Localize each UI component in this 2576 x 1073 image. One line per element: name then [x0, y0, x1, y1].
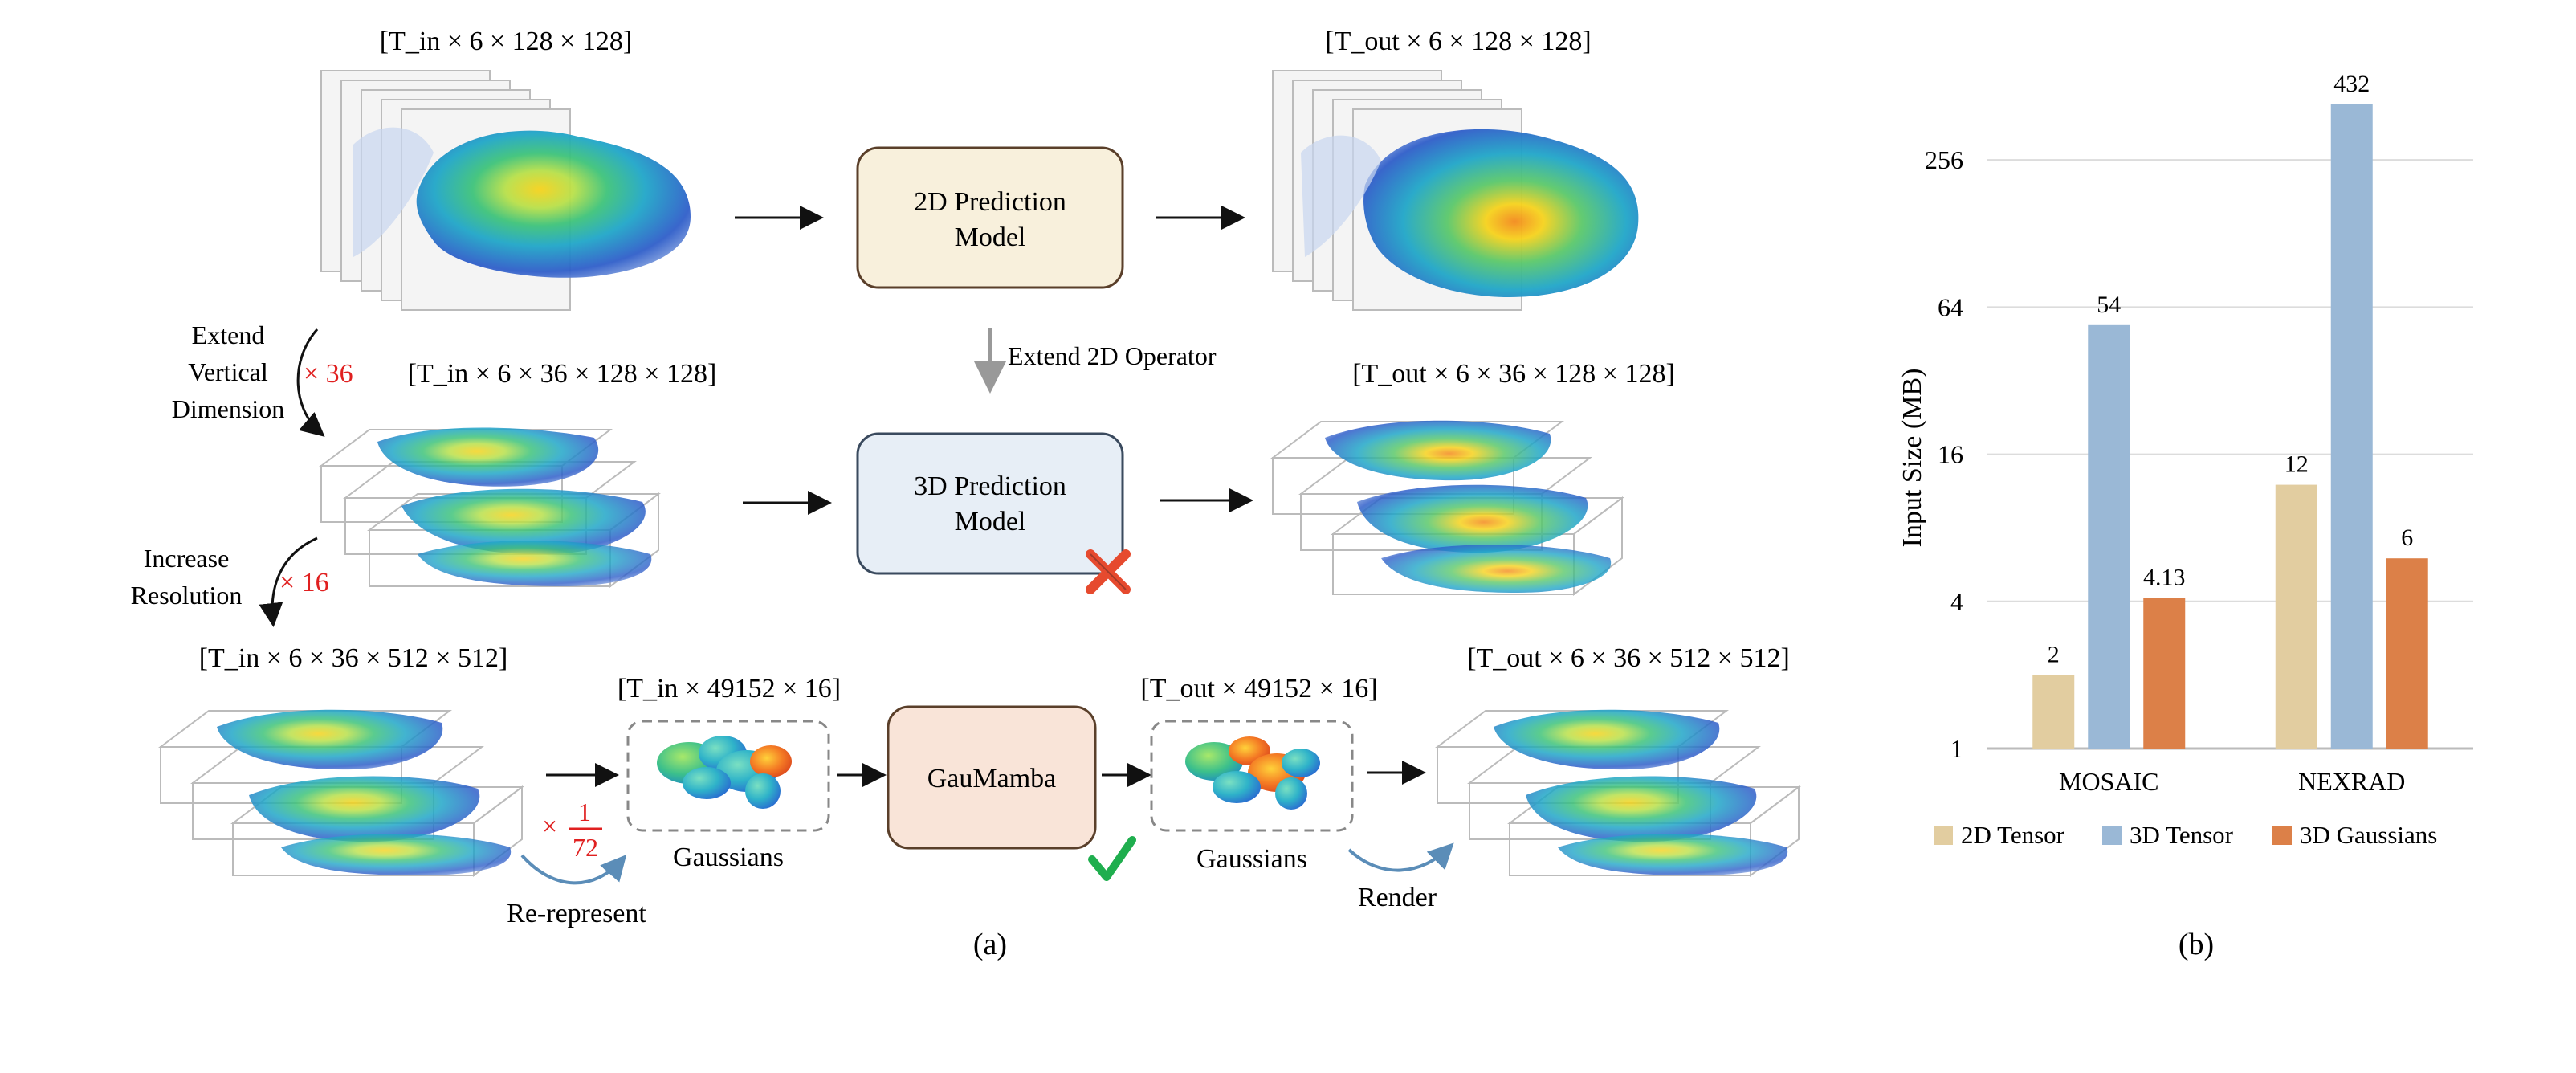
y-tick-label: 16 — [1938, 440, 1963, 469]
model-3d-label-2: Model — [955, 507, 1026, 536]
panel-a: [T_in × 6 × 128 × 128] 2D Prediction Mod… — [131, 27, 1801, 961]
chart-y-axis-label: Input Size (MB) — [1897, 369, 1927, 548]
row1-output-shape: [T_out × 6 × 128 × 128] — [1325, 27, 1591, 56]
model-2d-label-2: Model — [955, 222, 1026, 252]
extend-vertical-factor: × 36 — [304, 359, 353, 389]
model-2d-box: 2D Prediction Model — [856, 146, 1124, 289]
render-label: Render — [1358, 883, 1437, 912]
bar — [2088, 324, 2130, 749]
gaussians-out-label: Gaussians — [1196, 844, 1307, 874]
increase-resolution-line1: Increase — [144, 544, 230, 573]
render-arrow — [1347, 842, 1454, 872]
bar-value-label: 432 — [2333, 71, 2370, 97]
row1-input-stack — [320, 70, 691, 311]
row3-output-shape: [T_out × 6 × 36 × 512 × 512] — [1467, 643, 1790, 673]
reduction-times: × — [542, 812, 557, 842]
chart-y-ticks: 1 4 16 64 256 — [1925, 145, 1963, 763]
increase-resolution-factor: × 16 — [279, 568, 329, 598]
panel-b: 1 4 16 64 256 2 54 4.13 12 432 6 MOSAIC NEXRAD Inp… — [1897, 71, 2473, 961]
chart-legend: 2D Tensor 3D Tensor 3D Gaussians — [1934, 821, 2437, 849]
reduction-numerator: 1 — [578, 798, 591, 826]
legend-swatch — [2102, 826, 2122, 845]
re-represent-arrow — [520, 854, 627, 885]
bar-value-label: 4.13 — [2143, 565, 2186, 591]
chart-bar-labels: 2 54 4.13 12 432 6 — [2048, 71, 2414, 667]
row3-output-stack — [1435, 709, 1801, 877]
gaussians-in-box — [626, 720, 830, 832]
bar — [2330, 104, 2373, 749]
legend-swatch — [2272, 826, 2292, 845]
legend-swatch — [1934, 826, 1953, 845]
x-tick-label: MOSAIC — [2059, 767, 2158, 796]
increase-resolution-arrow — [259, 536, 318, 627]
legend-label: 2D Tensor — [1961, 821, 2065, 849]
reduction-denominator: 72 — [573, 833, 598, 862]
row2-output-stack — [1270, 420, 1624, 596]
y-tick-label: 1 — [1950, 734, 1963, 763]
gauss-out-shape: [T_out × 49152 × 16] — [1140, 674, 1377, 704]
increase-resolution-line2: Resolution — [131, 581, 243, 610]
legend-label: 3D Tensor — [2130, 821, 2234, 849]
row2-output-shape: [T_out × 6 × 36 × 128 × 128] — [1352, 359, 1675, 389]
legend-label: 3D Gaussians — [2300, 821, 2437, 849]
bar — [2275, 484, 2317, 749]
gaumamba-label: GauMamba — [927, 764, 1057, 794]
y-tick-label: 4 — [1950, 587, 1963, 616]
panel-b-caption: (b) — [2179, 928, 2214, 961]
extend-vertical-line1: Extend — [192, 320, 265, 349]
cross-icon — [1086, 549, 1131, 594]
gaussians-in-label: Gaussians — [673, 842, 784, 872]
bar — [2386, 558, 2428, 749]
gaussians-out-box — [1150, 720, 1354, 832]
model-3d-label-1: 3D Prediction — [914, 471, 1066, 501]
gauss-in-shape: [T_in × 49152 × 16] — [618, 674, 841, 704]
model-2d-label-1: 2D Prediction — [914, 187, 1066, 217]
bar-value-label: 2 — [2048, 641, 2060, 667]
y-tick-label: 64 — [1938, 292, 1963, 321]
row3-input-shape: [T_in × 6 × 36 × 512 × 512] — [199, 643, 508, 673]
chart-bars — [2032, 104, 2428, 749]
row2-input-stack — [319, 427, 661, 588]
re-represent-label: Re-represent — [507, 899, 646, 928]
check-icon — [1088, 836, 1136, 881]
model-3d-box: 3D Prediction Model — [856, 432, 1124, 575]
gaumamba-box: GauMamba — [887, 705, 1097, 850]
extend-vertical-arrow — [296, 328, 325, 437]
x-tick-label: NEXRAD — [2298, 767, 2405, 796]
extend-vertical-line2: Vertical — [188, 357, 268, 386]
y-tick-label: 256 — [1925, 145, 1963, 174]
row2-input-shape: [T_in × 6 × 36 × 128 × 128] — [408, 359, 717, 389]
extend-vertical-line3: Dimension — [172, 394, 284, 423]
row3-input-stack — [158, 709, 524, 877]
chart-x-ticks: MOSAIC NEXRAD — [2059, 767, 2405, 796]
extend-operator-label: Extend 2D Operator — [1008, 341, 1217, 370]
bar-value-label: 6 — [2401, 524, 2413, 551]
bar — [2032, 675, 2075, 749]
bar — [2143, 598, 2186, 749]
bar-value-label: 12 — [2285, 451, 2309, 478]
bar-value-label: 54 — [2097, 292, 2121, 318]
panel-a-caption: (a) — [973, 928, 1007, 961]
row1-output-stack — [1272, 70, 1639, 311]
row1-input-shape: [T_in × 6 × 128 × 128] — [380, 27, 632, 56]
